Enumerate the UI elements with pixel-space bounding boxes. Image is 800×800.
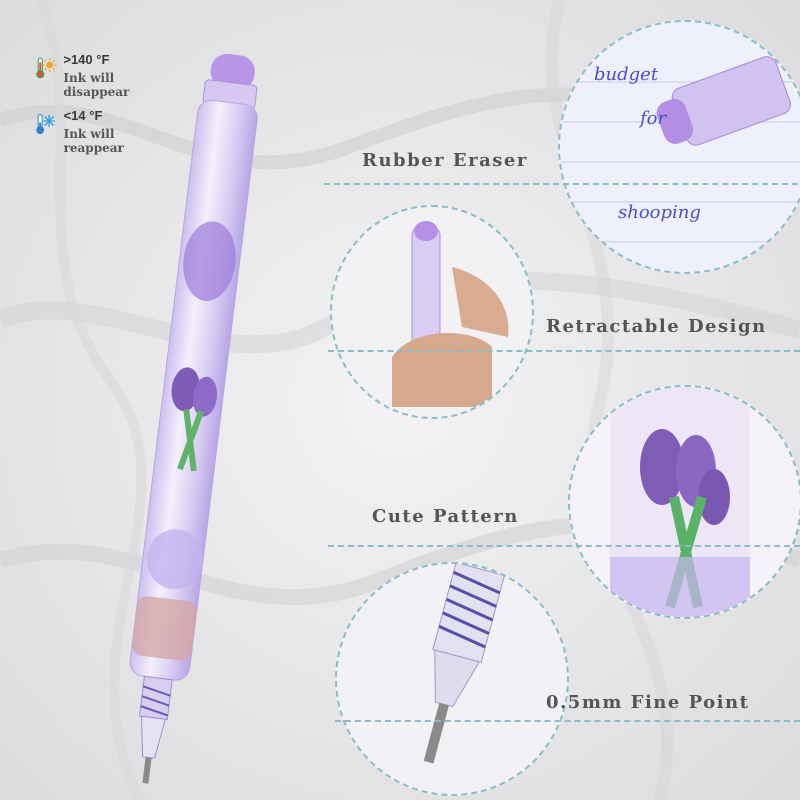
hot-legend-row: >140 °F Ink will disappear — [34, 52, 148, 99]
retractable-closeup — [330, 205, 534, 419]
eraser-closeup: budget for shooping — [558, 20, 800, 274]
thermometer-hot-icon — [36, 57, 45, 79]
feature-label-pattern: Cute Pattern — [372, 506, 519, 527]
snowflake-icon — [43, 114, 56, 128]
handwriting-word-2: for — [640, 108, 667, 129]
hot-note: Ink will disappear — [63, 71, 130, 99]
feature-label-eraser: Rubber Eraser — [362, 150, 528, 171]
handwriting-word-3: shooping — [618, 202, 701, 223]
handwriting-word-1: budget — [594, 64, 659, 85]
guide-line-retractable — [328, 350, 800, 352]
eraser-cap — [210, 53, 255, 90]
guide-line-tip — [335, 720, 800, 722]
tip-closeup — [335, 562, 569, 796]
feature-label-retractable: Retractable Design — [546, 316, 767, 337]
pattern-closeup — [568, 385, 800, 619]
cold-threshold: <14 °F — [63, 108, 103, 123]
sun-icon — [42, 58, 57, 72]
cold-legend-row: <14 °F Ink will reappear — [34, 108, 142, 155]
guide-line-eraser — [324, 183, 798, 185]
hot-threshold: >140 °F — [63, 52, 110, 67]
thermometer-cold-icon — [36, 113, 45, 135]
cold-note: Ink will reappear — [63, 127, 124, 155]
feature-label-tip: 0.5mm Fine Point — [546, 692, 750, 713]
guide-line-pattern — [328, 545, 800, 547]
